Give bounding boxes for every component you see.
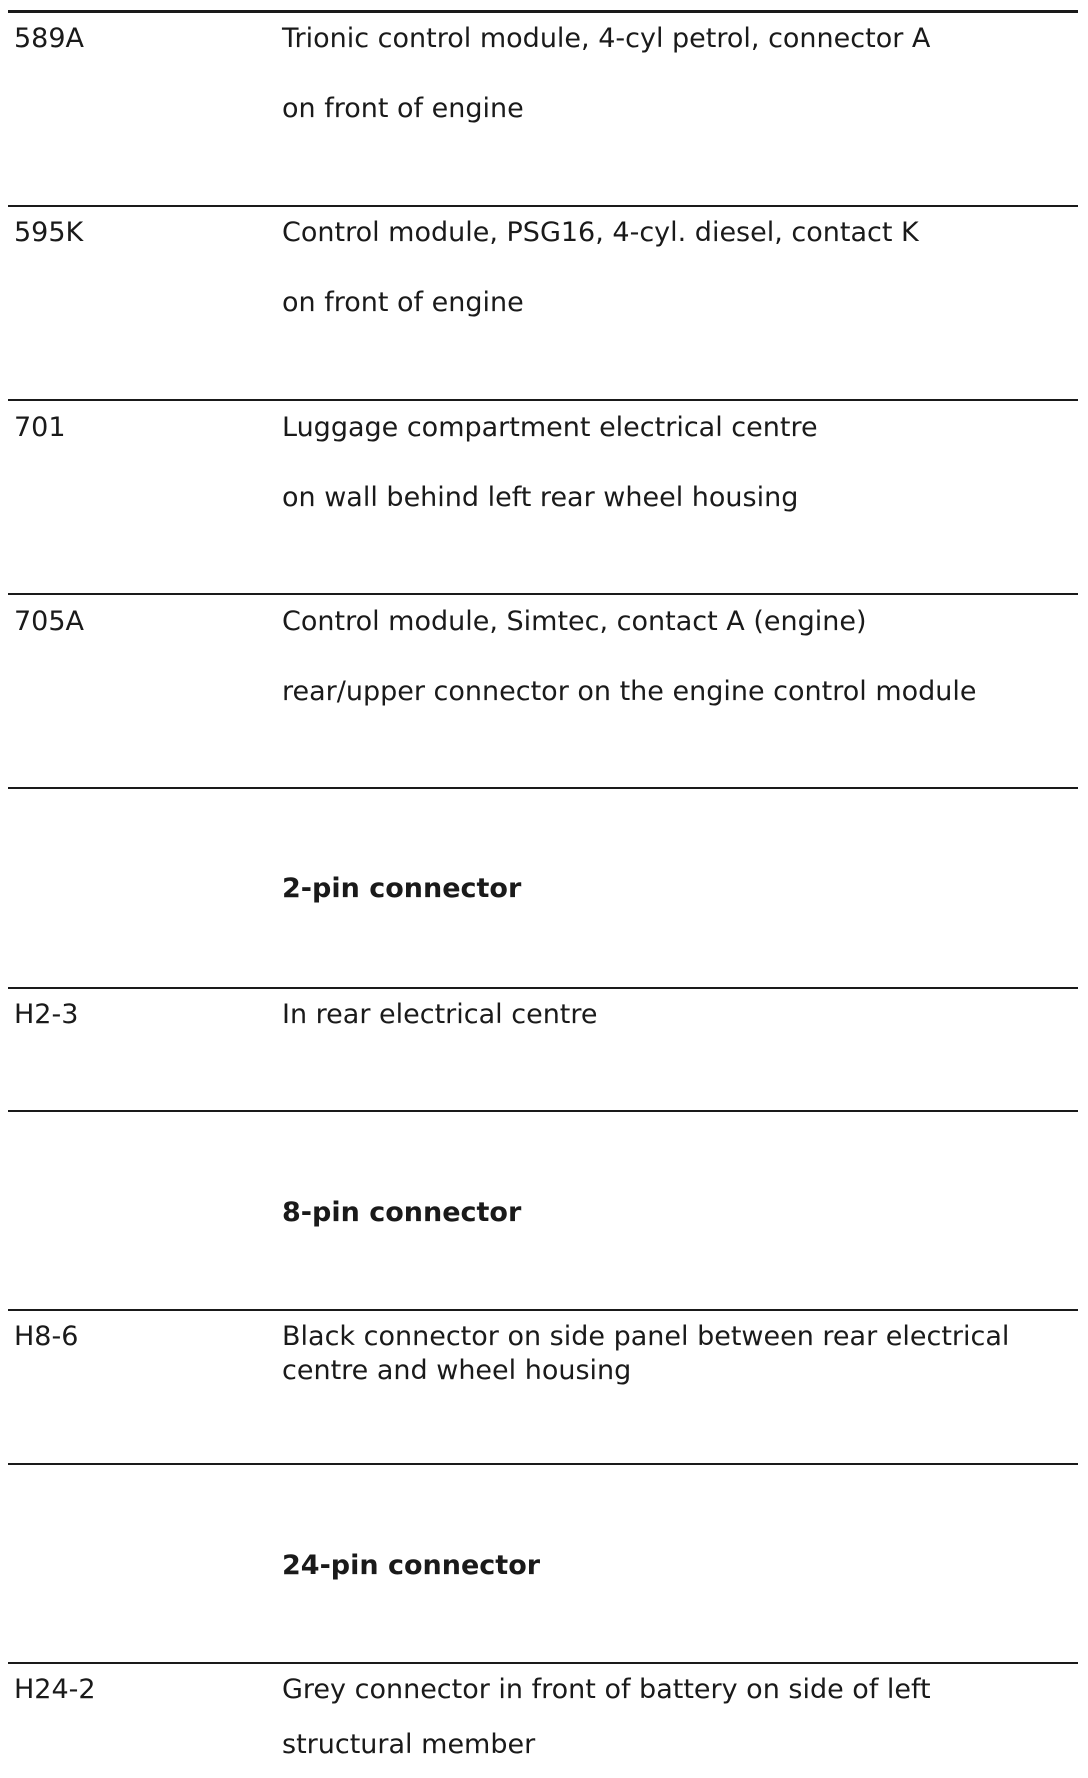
row-divider — [8, 987, 1078, 989]
component-code: 595K — [14, 217, 84, 248]
row-divider — [8, 205, 1078, 207]
component-location: rear/upper connector on the engine contr… — [282, 676, 977, 707]
component-description: Grey connector in front of battery on si… — [282, 1674, 931, 1705]
section-divider — [8, 1463, 1078, 1465]
section-divider — [8, 1110, 1078, 1112]
component-location: on wall behind left rear wheel housing — [282, 482, 799, 513]
section-divider — [8, 787, 1078, 789]
section-heading: 2-pin connector — [282, 873, 522, 904]
component-code: H8-6 — [14, 1321, 79, 1352]
component-description: Trionic control module, 4-cyl petrol, co… — [282, 23, 931, 54]
component-code: 705A — [14, 606, 85, 637]
component-code: H2-3 — [14, 999, 79, 1030]
component-location: on front of engine — [282, 93, 524, 124]
row-divider — [8, 399, 1078, 401]
section-heading: 24-pin connector — [282, 1550, 541, 1581]
row-divider — [8, 10, 1078, 13]
component-location: on front of engine — [282, 287, 524, 318]
row-divider — [8, 593, 1078, 595]
section-heading: 8-pin connector — [282, 1197, 522, 1228]
component-code: 589A — [14, 23, 85, 54]
component-description: Luggage compartment electrical centre — [282, 412, 818, 443]
component-code: 701 — [14, 412, 66, 443]
component-description: Black connector on side panel between re… — [282, 1321, 1010, 1386]
component-description: Control module, Simtec, contact A (engin… — [282, 606, 867, 637]
component-description: Control module, PSG16, 4-cyl. diesel, co… — [282, 217, 919, 248]
component-location: structural member — [282, 1729, 536, 1760]
component-description: In rear electrical centre — [282, 999, 598, 1030]
row-divider — [8, 1309, 1078, 1311]
row-divider — [8, 1662, 1078, 1664]
component-code: H24-2 — [14, 1674, 96, 1705]
